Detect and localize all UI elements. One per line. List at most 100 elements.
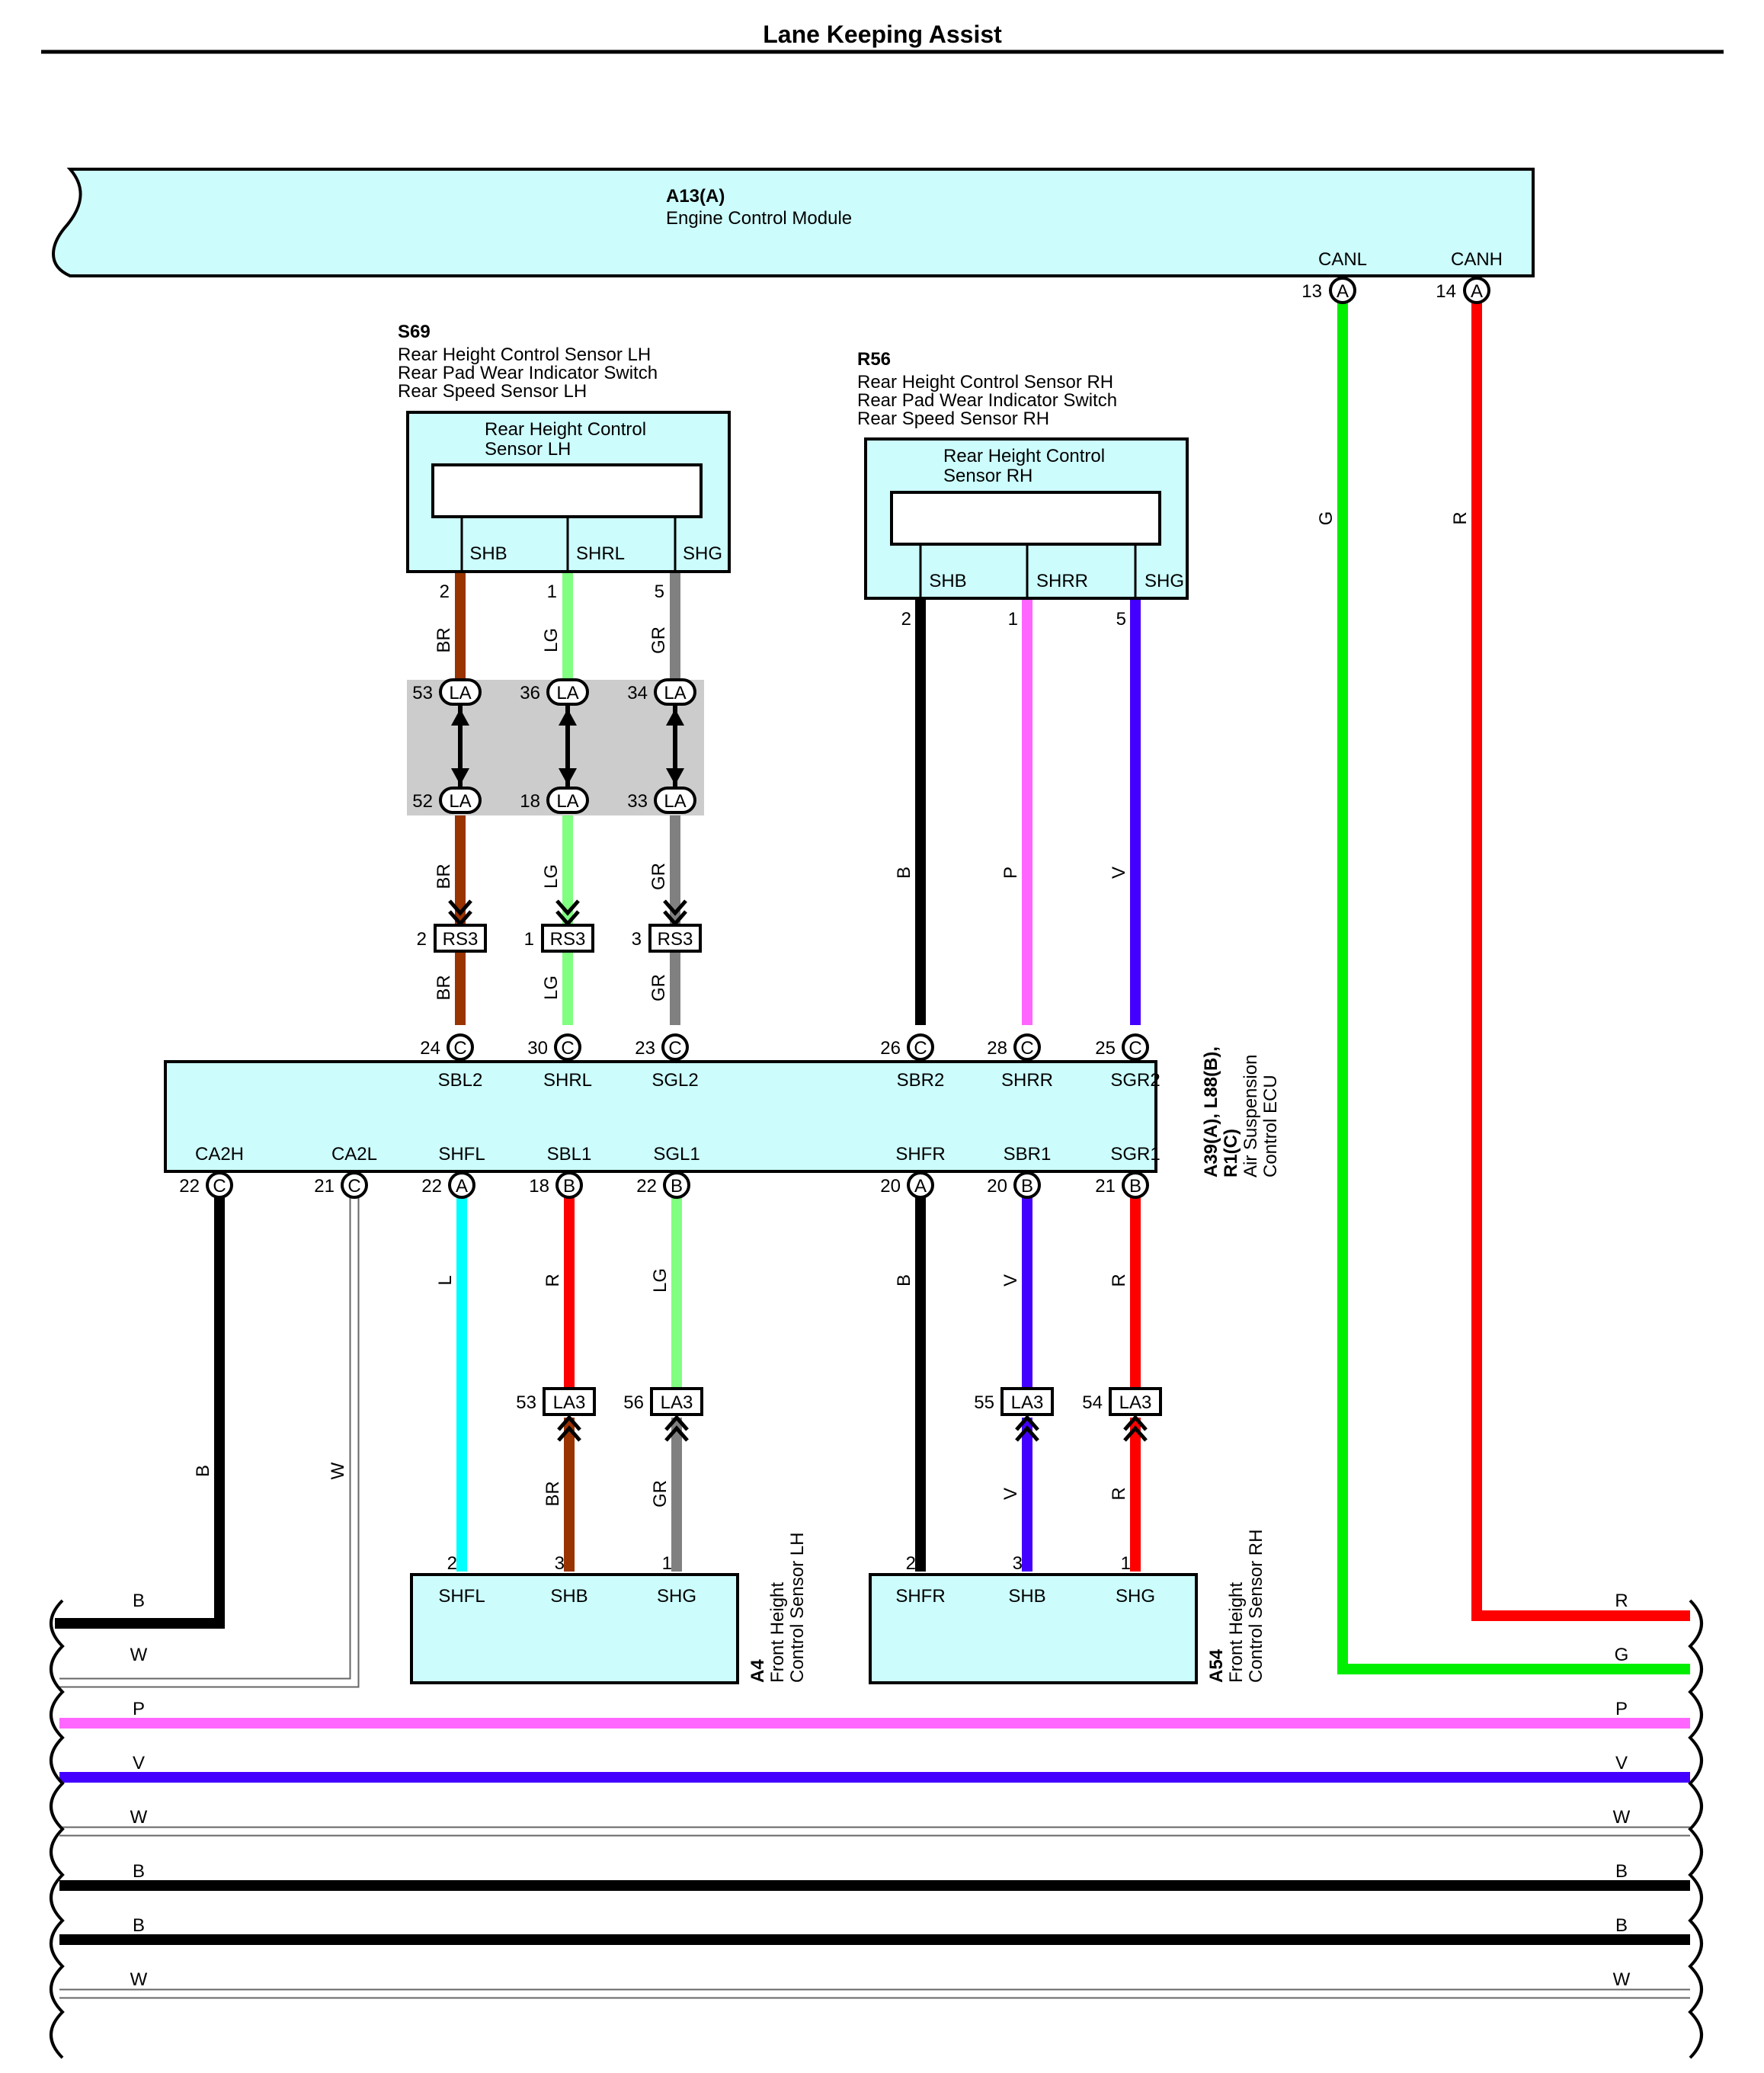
ca2l-wire-w: W [328, 1462, 348, 1479]
la3-connectors: LA3 LA3 LA3 LA3 53 56 55 54 [516, 1387, 1162, 1442]
ecu-pin-sgl2: SGL2 [651, 1070, 698, 1091]
la3-label: LA3 [1011, 1392, 1044, 1413]
ecu-name-line-2: Control ECU [1260, 1075, 1281, 1177]
r56-wire-b: B [894, 867, 914, 879]
ecu-bottom-letter: A [456, 1176, 468, 1197]
la-bottom-num-18: 18 [520, 791, 540, 812]
ecm-code: A13(A) [666, 186, 725, 207]
wire-label-r: R [1450, 511, 1471, 524]
s69-wire-lg-low: LG [541, 976, 562, 1000]
s69-wire-gr-mid: GR [648, 863, 669, 890]
front-wire-gr: GR [650, 1480, 671, 1507]
ecu-pin-letter-c: C [1129, 1038, 1141, 1059]
ecu-code-line-2: R1(C) [1221, 1129, 1241, 1177]
r56-line-2: Rear Pad Wear Indicator Switch [857, 390, 1117, 411]
rs3-num-2: 2 [417, 929, 427, 950]
s69-box-line-1: Rear Height Control [485, 419, 646, 440]
s69-wire-br-low: BR [434, 975, 454, 1000]
r56-sensor: R56 Rear Height Control Sensor RH Rear P… [857, 349, 1189, 600]
a54-front-sensor-rh: 2 3 1 SHFR SHB SHG A54 Front Height Cont… [869, 1530, 1266, 1684]
a54-pin-shfr: SHFR [895, 1586, 945, 1607]
ecu-pin-sbr2: SBR2 [897, 1070, 945, 1091]
ecu-bottom-letter: B [671, 1176, 683, 1197]
ecu-pin-sbl2: SBL2 [438, 1070, 483, 1091]
ecm-pin-14-letter: A [1471, 281, 1483, 302]
a54-label: A54 Front Height Control Sensor RH [1206, 1530, 1266, 1683]
s69-pin-1-num: 1 [547, 582, 557, 602]
la-top-num-36: 36 [520, 683, 540, 703]
la3-arrows [557, 1415, 1148, 1442]
ecu-pin-letter-c: C [561, 1038, 574, 1059]
la3-num-53: 53 [516, 1392, 536, 1413]
ecu-bottom-letter: B [1021, 1176, 1033, 1197]
bus-right-label-6: B [1615, 1861, 1628, 1882]
ecu-bottom-letter: B [1129, 1176, 1141, 1197]
a54-pin-shg: SHG [1116, 1586, 1155, 1607]
s69-line-1: Rear Height Control Sensor LH [398, 344, 651, 365]
r56-code: R56 [857, 349, 891, 370]
s69-pin-shrl: SHRL [576, 543, 625, 564]
r56-wire-p: P [1000, 867, 1021, 879]
bus-left-label-5: W [130, 1807, 148, 1828]
ecu-bottom-num: 18 [529, 1176, 549, 1197]
rs3-connector: BR LG GR RS3 RS3 RS3 2 1 3 BR LG GR [417, 863, 702, 1001]
ca2h-wire-b: B [193, 1465, 213, 1477]
la-label: LA [556, 683, 578, 703]
a4-pin-shfl: SHFL [438, 1586, 485, 1607]
la-label: LA [556, 791, 578, 812]
ecm-wires: A A 13 14 G R [1301, 277, 1690, 1674]
shfr-wire-b: B [894, 1274, 914, 1286]
la-top-num-53: 53 [412, 683, 433, 703]
a4-name-line-2: Control Sensor LH [787, 1533, 808, 1683]
r56-pin-5-num: 5 [1116, 609, 1126, 630]
a54-num-3: 3 [1013, 1553, 1023, 1574]
bus-left-label-4: V [133, 1753, 145, 1773]
r56-wires: 2 1 5 B P V [894, 600, 1141, 1025]
wire-label-g: G [1316, 511, 1337, 526]
s69-sensor: S69 Rear Height Control Sensor LH Rear P… [398, 322, 731, 573]
ecu-top-num-30: 30 [527, 1038, 548, 1059]
r56-pin-2-num: 2 [901, 609, 911, 630]
rs3-label: RS3 [443, 929, 479, 950]
a54-num-1: 1 [1121, 1553, 1131, 1574]
ecu-pin-sbl1: SBL1 [547, 1144, 592, 1165]
ecu-pin-sgl1: SGL1 [653, 1144, 700, 1165]
ecu-bottom-letter: B [563, 1176, 575, 1197]
bus-right-label-5: W [1613, 1807, 1631, 1828]
ecu-pin-shrl: SHRL [543, 1070, 592, 1091]
s69-wire-br-mid: BR [434, 863, 454, 889]
la3-num-55: 55 [974, 1392, 994, 1413]
ecu-pin-letter-c: C [914, 1038, 927, 1059]
a4-front-sensor-lh: 2 3 1 SHFL SHB SHG A4 Front Height Contr… [410, 1533, 808, 1684]
s69-pin-shb: SHB [469, 543, 507, 564]
ecm-pin-canh: CANH [1451, 249, 1503, 270]
a54-name-line-1: Front Height [1226, 1582, 1247, 1683]
la3-num-56: 56 [623, 1392, 644, 1413]
la-connectors-bottom: LA LA LA 52 18 33 [412, 787, 696, 814]
bus-right-label-4: V [1615, 1753, 1628, 1773]
la-bottom-num-52: 52 [412, 791, 433, 812]
bus-right-label-1: R [1615, 1591, 1628, 1611]
a4-name-line-1: Front Height [767, 1582, 788, 1683]
r56-pin-shb: SHB [929, 571, 966, 591]
sbr1-wire-v: V [1000, 1274, 1021, 1286]
a4-pin-shb: SHB [550, 1586, 587, 1607]
ecu-pin-shfl: SHFL [438, 1144, 485, 1165]
la-bottom-num-33: 33 [627, 791, 648, 812]
ecm-pin-13-letter: A [1337, 281, 1349, 302]
la3-label: LA3 [553, 1392, 586, 1413]
ecu-bottom-num: 21 [314, 1176, 335, 1197]
bus-right-label-2: G [1615, 1645, 1629, 1665]
s69-wire-br-upper: BR [434, 627, 454, 652]
bus-left-label-6: B [133, 1861, 145, 1882]
ecu-pin-shrr: SHRR [1001, 1070, 1053, 1091]
la-double-arrows [451, 706, 684, 787]
r56-pin-shrr: SHRR [1036, 571, 1088, 591]
ecu-pin-sgr2: SGR2 [1110, 1070, 1160, 1091]
la-connectors-top: LA LA LA 53 36 34 [412, 678, 696, 706]
ecu-pin-sbr1: SBR1 [1004, 1144, 1052, 1165]
diagram-title: Lane Keeping Assist [763, 21, 1002, 48]
r56-line-3: Rear Speed Sensor RH [857, 409, 1049, 429]
ecu-top-num-24: 24 [420, 1038, 440, 1059]
la-label: LA [664, 791, 686, 812]
